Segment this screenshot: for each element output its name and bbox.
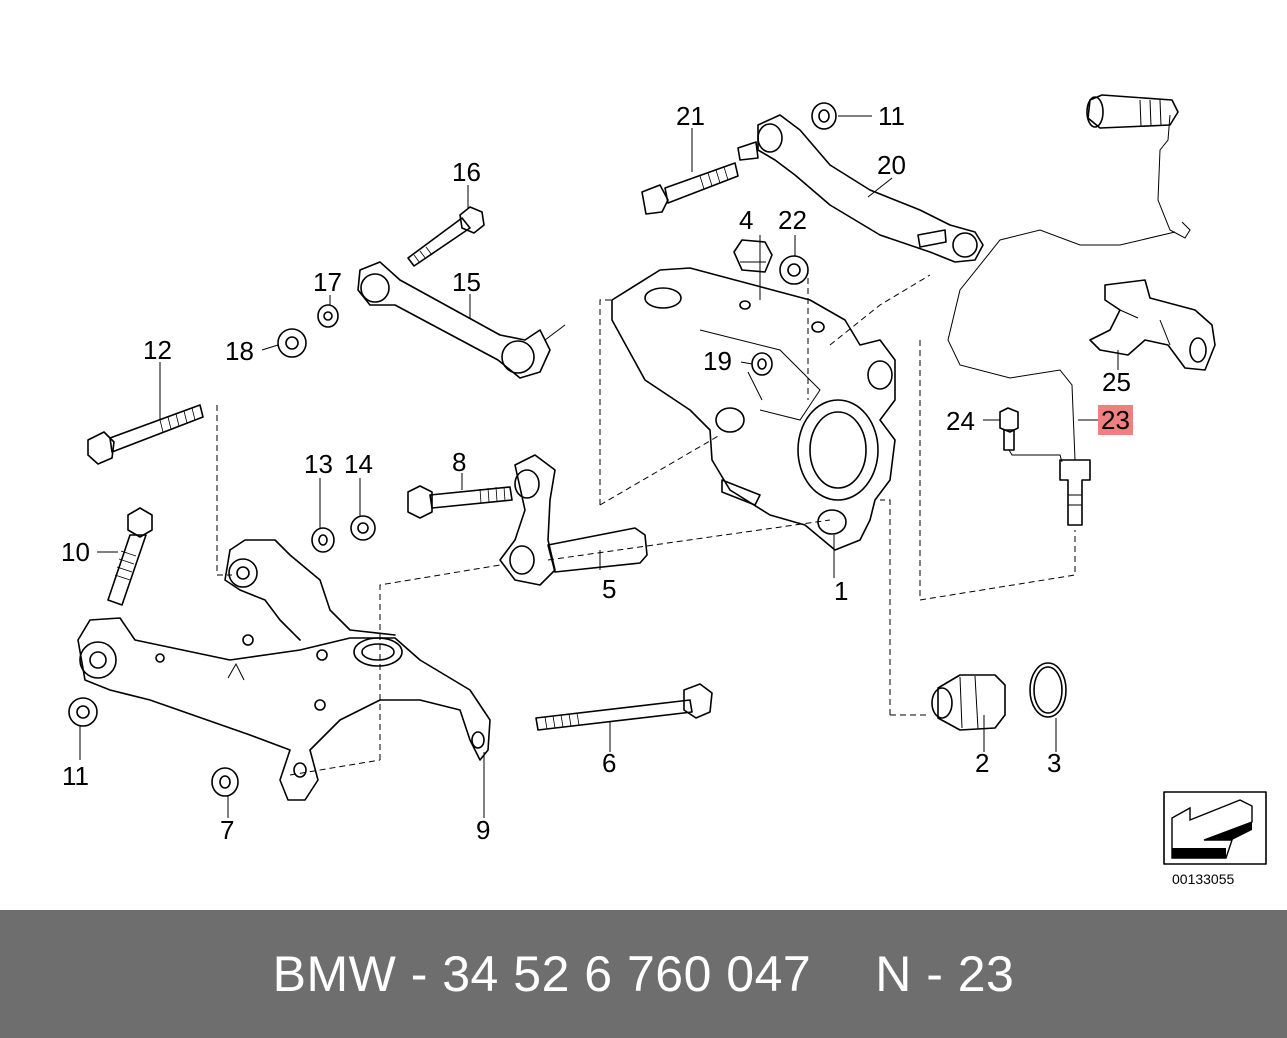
- callout-17[interactable]: 17: [313, 267, 342, 297]
- bolt-part-12: [87, 404, 204, 465]
- orientation-arrow-icon: [1163, 791, 1267, 865]
- footer-caption: BMW - 34 52 6 760 047 N - 23: [0, 910, 1287, 1038]
- bolt-part-10: [107, 507, 153, 606]
- callout-11-top[interactable]: 11: [878, 101, 905, 131]
- bolt-part-8: [407, 485, 513, 519]
- callout-8[interactable]: 8: [452, 447, 467, 477]
- callout-20[interactable]: 20: [877, 150, 906, 180]
- leader-lines: [79, 115, 1119, 818]
- nut-part-7: [211, 767, 239, 797]
- callout-6[interactable]: 6: [602, 748, 617, 778]
- callout-9[interactable]: 9: [476, 815, 491, 845]
- callout-25[interactable]: 25: [1102, 367, 1131, 397]
- diagram-reference-number: 00133055: [1172, 871, 1235, 887]
- exploded-view-drawing: [68, 94, 1267, 865]
- washer-part-13: [311, 527, 335, 553]
- position-number-text: N - 23: [875, 946, 1015, 1002]
- washer-part-17: [317, 304, 339, 328]
- bolt-part-21: [641, 162, 739, 215]
- bushing-part-2: [931, 674, 1006, 731]
- bolt-part-24: [999, 407, 1063, 463]
- callout-18[interactable]: 18: [225, 336, 254, 366]
- sensor-cable-part-23: [947, 94, 1191, 526]
- control-arm-part-20: [737, 114, 984, 263]
- subframe: [77, 539, 491, 801]
- footer-bar: BMW - 34 52 6 760 047 N - 23: [0, 910, 1287, 1038]
- nut-part-14: [350, 515, 376, 541]
- callout-15[interactable]: 15: [452, 267, 481, 297]
- callout-21[interactable]: 21: [676, 101, 705, 131]
- link-part-15: [357, 261, 566, 379]
- callout-22[interactable]: 22: [778, 205, 807, 235]
- callout-5[interactable]: 5: [602, 574, 617, 604]
- bracket-part-25: [1089, 279, 1216, 371]
- bolt-part-16: [407, 206, 485, 267]
- callout-10[interactable]: 10: [61, 537, 90, 567]
- callout-16[interactable]: 16: [452, 157, 481, 187]
- callout-4[interactable]: 4: [739, 205, 754, 235]
- callout-13[interactable]: 13: [304, 449, 333, 479]
- bolt-part-6: [535, 683, 713, 731]
- nut-part-11-bottom: [68, 697, 98, 727]
- nut-part-18: [277, 328, 307, 358]
- callout-11-bottom[interactable]: 11: [62, 761, 89, 791]
- assembly-dashed-lines: [216, 268, 1076, 776]
- cap-part-4: [733, 239, 773, 273]
- callout-19[interactable]: 19: [703, 346, 732, 376]
- callout-14[interactable]: 14: [344, 449, 373, 479]
- callout-2[interactable]: 2: [975, 748, 990, 778]
- link-part-5: [499, 454, 648, 586]
- callout-23-highlighted[interactable]: 23: [1098, 405, 1133, 435]
- nut-part-11-top: [811, 102, 837, 130]
- part-number-text: BMW - 34 52 6 760 047: [272, 946, 812, 1002]
- ring-part-3: [1029, 662, 1067, 718]
- callout-24[interactable]: 24: [946, 406, 975, 436]
- nut-part-22: [779, 255, 809, 285]
- callout-3[interactable]: 3: [1047, 748, 1062, 778]
- callout-12[interactable]: 12: [143, 335, 172, 365]
- nut-part-19: [751, 352, 773, 376]
- wheel-carrier-part-1: [611, 267, 896, 551]
- callout-7[interactable]: 7: [220, 815, 235, 845]
- callout-1[interactable]: 1: [834, 576, 849, 606]
- parts-diagram: 1 2 3 4 5 6 7 8 9 10 11 11 12 13 14 15 1…: [61, 94, 1267, 887]
